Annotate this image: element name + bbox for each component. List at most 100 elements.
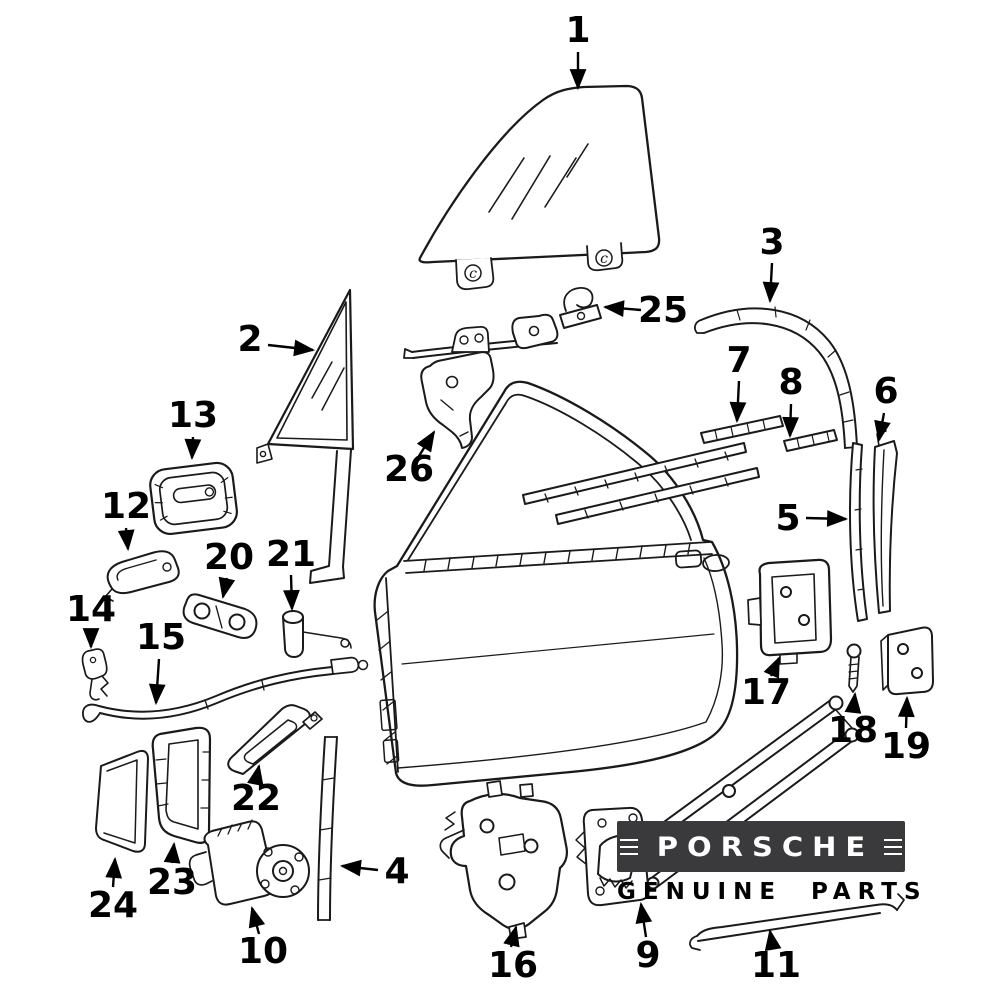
door-glass-channel-drawing: [849, 442, 868, 622]
callout-arrow-5: [805, 510, 849, 527]
callout-label-22: 22: [231, 778, 281, 819]
callout-label-23: 23: [147, 862, 197, 903]
door-shell-drawing: [373, 380, 739, 787]
callout-label-21: 21: [266, 534, 316, 575]
callout-2: 2: [237, 319, 316, 360]
callout-arrow-2: [267, 339, 316, 357]
callout-12: 12: [101, 486, 151, 552]
door-check-strap-drawing: [227, 704, 323, 775]
callout-arrow-15: [148, 658, 166, 706]
beltline-strip-outer-drawing: [700, 415, 784, 444]
callout-arrow-7: [729, 380, 747, 424]
callout-label-19: 19: [881, 726, 931, 767]
callout-20: 20: [204, 537, 254, 600]
callout-19: 19: [881, 695, 931, 767]
logo-lines-right-decoration: [884, 838, 903, 855]
lock-clip-drawing: [81, 648, 109, 701]
callout-label-9: 9: [635, 935, 660, 976]
door-lock-drawing: [439, 780, 568, 940]
callout-13: 13: [168, 395, 218, 461]
callout-arrow-4: [339, 859, 379, 877]
hinge-bracket-drawing: [420, 325, 495, 449]
lock-cable-drawing: [82, 656, 369, 723]
callout-label-26: 26: [384, 449, 434, 490]
callout-label-18: 18: [828, 710, 878, 751]
callout-arrow-6: [874, 412, 891, 443]
callout-17: 17: [741, 656, 791, 713]
callout-label-6: 6: [873, 371, 898, 412]
callout-24: 24: [88, 856, 138, 926]
callout-label-25: 25: [638, 290, 688, 331]
callout-18: 18: [828, 691, 878, 751]
callout-label-1: 1: [565, 10, 590, 51]
callout-arrow-9: [635, 901, 653, 938]
callout-arrow-26: [416, 430, 436, 457]
callout-arrow-24: [105, 856, 123, 888]
callout-arrow-3: [762, 262, 780, 304]
callout-label-8: 8: [778, 362, 803, 403]
callout-label-12: 12: [101, 486, 151, 527]
callout-10: 10: [238, 905, 288, 972]
inner-door-handle-drawing: [104, 550, 180, 602]
callout-arrow-16: [503, 924, 520, 948]
callout-label-2: 2: [237, 319, 262, 360]
callout-22: 22: [231, 763, 281, 819]
callout-arrow-22: [247, 763, 264, 787]
callout-arrow-19: [897, 695, 915, 729]
lock-striker-drawing: [880, 626, 934, 696]
window-frame-seal-drawing: [694, 306, 858, 449]
callout-arrow-13: [184, 436, 202, 461]
callout-14: 14: [66, 589, 116, 650]
callout-arrow-18: [844, 691, 862, 714]
callout-arrow-8: [782, 403, 799, 439]
callout-label-15: 15: [136, 617, 186, 658]
mounting-bolt-drawing: [846, 643, 862, 693]
callout-label-16: 16: [488, 945, 538, 986]
callout-arrow-10: [248, 905, 266, 935]
porsche-logo-bar: PORSCHE: [617, 821, 905, 872]
callout-label-24: 24: [88, 885, 138, 926]
beltline-strip-inner-drawing: [783, 429, 838, 452]
callout-arrow-23: [163, 841, 181, 864]
porsche-genuine-parts-badge: PORSCHE GENUINE PARTS: [617, 821, 921, 905]
callout-label-5: 5: [775, 498, 800, 539]
door-seal-drawing: [95, 749, 149, 853]
callout-26: 26: [384, 430, 436, 490]
hinge-pivot-drawing: [282, 610, 352, 658]
callout-label-11: 11: [751, 945, 801, 986]
window-motor-drawing: [188, 819, 310, 906]
glass-mark-2: c: [600, 251, 608, 267]
callout-arrow-20: [218, 576, 236, 600]
callout-21: 21: [266, 534, 316, 612]
vent-window-drawing: [256, 288, 355, 584]
callout-4: 4: [339, 851, 410, 892]
connecting-rod-drawing: [689, 893, 905, 951]
callout-1: 1: [565, 10, 591, 91]
inner-handle-bezel-drawing: [149, 461, 238, 536]
door-hinge-drawing: [182, 593, 258, 639]
callout-label-13: 13: [168, 395, 218, 436]
callout-5: 5: [775, 498, 849, 539]
window-guide-strip-drawing: [872, 430, 898, 614]
callout-arrow-21: [283, 574, 300, 612]
callout-9: 9: [635, 901, 661, 976]
callout-25: 25: [602, 290, 688, 331]
callout-label-20: 20: [204, 537, 254, 578]
callout-label-10: 10: [238, 931, 288, 972]
callout-label-3: 3: [759, 222, 784, 263]
beltline-trim-strips-drawing: [522, 442, 760, 525]
callout-7: 7: [726, 340, 752, 424]
callout-label-17: 17: [741, 672, 791, 713]
callout-3: 3: [759, 222, 785, 304]
callout-label-14: 14: [66, 589, 116, 630]
callout-15: 15: [136, 617, 186, 706]
callout-arrow-11: [764, 928, 782, 952]
callout-label-7: 7: [726, 340, 751, 381]
callout-8: 8: [778, 362, 804, 439]
callout-label-4: 4: [384, 851, 409, 892]
callout-11: 11: [751, 928, 801, 986]
door-window-glass-drawing: [418, 84, 661, 291]
